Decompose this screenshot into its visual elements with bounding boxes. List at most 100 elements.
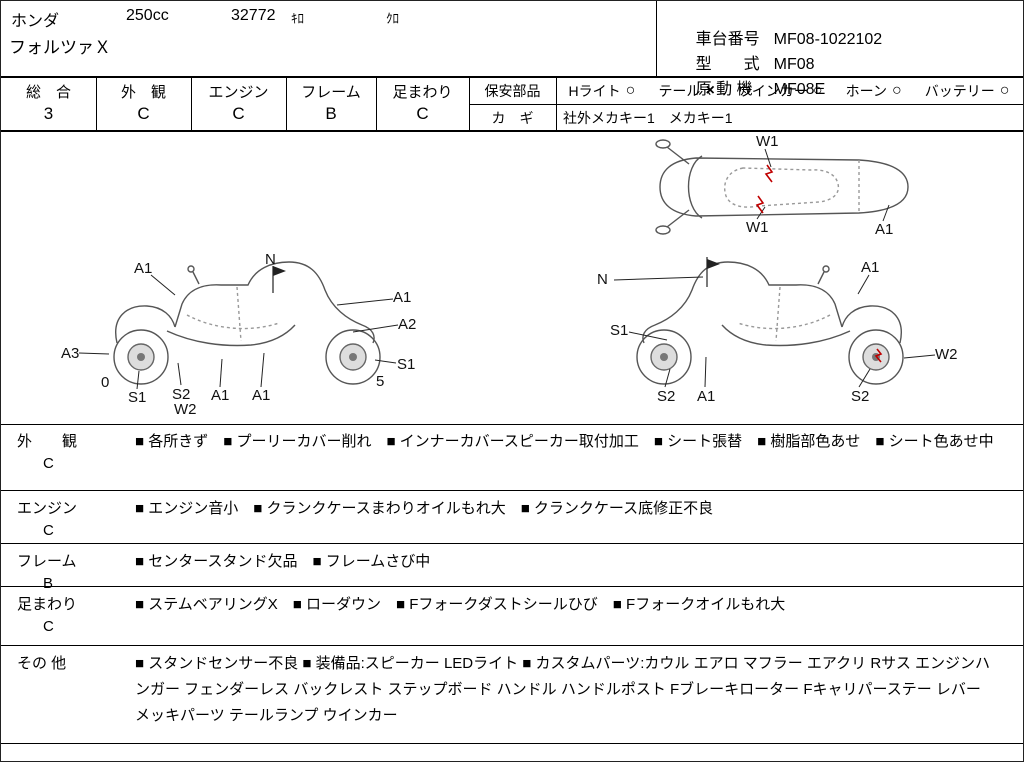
scooter-top-view (655, 139, 909, 235)
type-row: 型 式 MF08 (669, 32, 815, 92)
safety-parts-title: 保安部品 (484, 83, 541, 99)
engine-code-row: 原 動 機 MF08E (669, 57, 826, 117)
scooter-side-view (113, 261, 381, 385)
grade-undercarriage-value: C (416, 104, 429, 123)
type-value: MF08 (773, 56, 815, 73)
diagram-label: A2 (398, 316, 417, 333)
grade-undercarriage-label: 足まわり (392, 84, 453, 101)
note-grade: C (43, 455, 54, 472)
diagram-label: W1 (746, 219, 769, 236)
grade-exterior-value: C (137, 104, 150, 123)
safety-item-label: バッテリー (924, 83, 995, 99)
diagram-label: W2 (174, 401, 197, 418)
grade-divider (376, 78, 377, 130)
note-row-other: その 他 ■ スタンドセンサー不良 ■ 装備品:スピーカー LEDライト ■ カ… (1, 646, 1023, 744)
diagram-label: S2 (172, 386, 191, 403)
diagram-label: W1 (756, 133, 779, 150)
diagram-label: A1 (393, 289, 412, 306)
grade-overall: 総 合 3 (1, 78, 96, 130)
grade-exterior-label: 外 観 (120, 84, 166, 101)
note-label-block (1, 744, 131, 761)
safety-item-label: ウインカー (737, 83, 808, 99)
note-grade: B (43, 575, 54, 592)
note-label-block: フレーム B (1, 544, 131, 592)
note-label-block: 外 観 C (1, 424, 131, 490)
mileage: 32772 (231, 7, 276, 24)
key-value: 社外メカキー1 メカキー1 (563, 109, 733, 126)
safety-item-horn: ホーン ○ (846, 81, 902, 101)
diagram-label: A3 (61, 345, 80, 362)
type-label: 型 式 (695, 56, 760, 73)
chassis-row: 車台番号 MF08-1022102 (669, 7, 883, 67)
note-row-undercarriage: 足まわり C ■ ステムベアリングX ■ ローダウン ■ Fフォークダストシール… (1, 587, 1023, 646)
grade-divider (286, 78, 287, 130)
grade-overall-label: 総 合 (25, 84, 71, 101)
grade-divider (191, 78, 192, 130)
diagram-label: S1 (128, 389, 147, 406)
engine-code-label: 原 動 機 (695, 81, 753, 98)
grade-engine-value: C (232, 104, 245, 123)
header-divider (656, 1, 657, 76)
diagram-label: A1 (252, 387, 271, 404)
note-row-exterior: 外 観 C ■ 各所きず ■ プーリーカバー削れ ■ インナーカバースピーカー取… (1, 424, 1023, 491)
status-circle-mark: ○ (891, 82, 902, 99)
notes-section: 外 観 C ■ 各所きず ■ プーリーカバー削れ ■ インナーカバースピーカー取… (1, 424, 1023, 761)
safety-item-label: Hライト (568, 83, 621, 99)
key-label: カ ギ (491, 109, 534, 126)
safety-item-label: テール (658, 83, 701, 99)
note-row-engine: エンジン C ■ エンジン音小 ■ クランクケースまわりオイルもれ大 ■ クラン… (1, 491, 1023, 544)
status-circle-mark: ○ (812, 82, 823, 99)
status-circle-mark: ○ (999, 82, 1010, 99)
grade-engine: エンジン C (191, 78, 286, 130)
chassis-value: MF08-1022102 (773, 31, 883, 48)
diagram-label: S1 (397, 356, 416, 373)
diagram-label: W2 (935, 346, 958, 363)
note-text: ■ センタースタンド欠品 ■ フレームさび中 (135, 553, 431, 570)
status-circle-mark: ○ (625, 82, 636, 99)
safety-item-tail: テール × (658, 81, 714, 101)
note-text: ■ 各所きず ■ プーリーカバー削れ ■ インナーカバースピーカー取付加工 ■ … (135, 433, 994, 450)
model-name: フォルツァＸ (9, 38, 111, 57)
diagram-label: 0 (101, 374, 110, 391)
mileage-unit: ｷﾛ (291, 11, 304, 26)
grade-exterior: 外 観 C (96, 78, 191, 130)
safety-item-headlight: Hライト ○ (569, 81, 636, 101)
grade-frame: フレーム B (286, 78, 376, 130)
diagram-label: S2 (851, 388, 870, 405)
note-label: その 他 (17, 655, 67, 672)
note-text (131, 744, 1023, 761)
safety-item-label: ホーン (845, 83, 887, 99)
maker: ホンダ (11, 13, 60, 30)
scooter-side-view-mirrored (636, 261, 904, 385)
chassis-label: 車台番号 (695, 31, 760, 48)
grade-undercarriage: 足まわり C (376, 78, 469, 130)
note-label-block: その 他 (1, 646, 131, 743)
engine-code-value: MF08E (773, 81, 826, 98)
diagram-label: A1 (861, 259, 880, 276)
note-label-block: エンジン C (1, 491, 131, 543)
diagram-label: A1 (134, 260, 153, 277)
grade-frame-label: フレーム (301, 84, 361, 101)
safety-item-battery: バッテリー ○ (925, 81, 1010, 101)
safety-item-winker: ウインカー ○ (738, 81, 823, 101)
note-label: フレーム (17, 553, 77, 570)
diagram-label: A1 (697, 388, 716, 405)
note-label: 足まわり (17, 596, 78, 613)
diagram-label: S1 (610, 322, 629, 339)
note-text: ■ スタンドセンサー不良 ■ 装備品:スピーカー LEDライト ■ カスタムパー… (135, 655, 991, 724)
n-flag-icon (272, 257, 720, 293)
safety-row-divider (469, 104, 1023, 105)
diagram-label: A1 (211, 387, 230, 404)
color-code: ｸﾛ (386, 11, 399, 26)
note-label: 外 観 (17, 433, 78, 450)
note-row-empty (1, 744, 1023, 761)
note-label-block: 足まわり C (1, 587, 131, 645)
diagram-label: N (597, 271, 608, 288)
note-text: ■ ステムベアリングX ■ ローダウン ■ Fフォークダストシールひび ■ Fフ… (135, 596, 786, 613)
grade-divider (96, 78, 97, 130)
safety-parts-items: Hライト ○ テール × ウインカー ○ ホーン ○ バッテリー ○ (557, 78, 1021, 104)
leader-lines (78, 148, 936, 390)
grade-overall-value: 3 (43, 104, 54, 123)
